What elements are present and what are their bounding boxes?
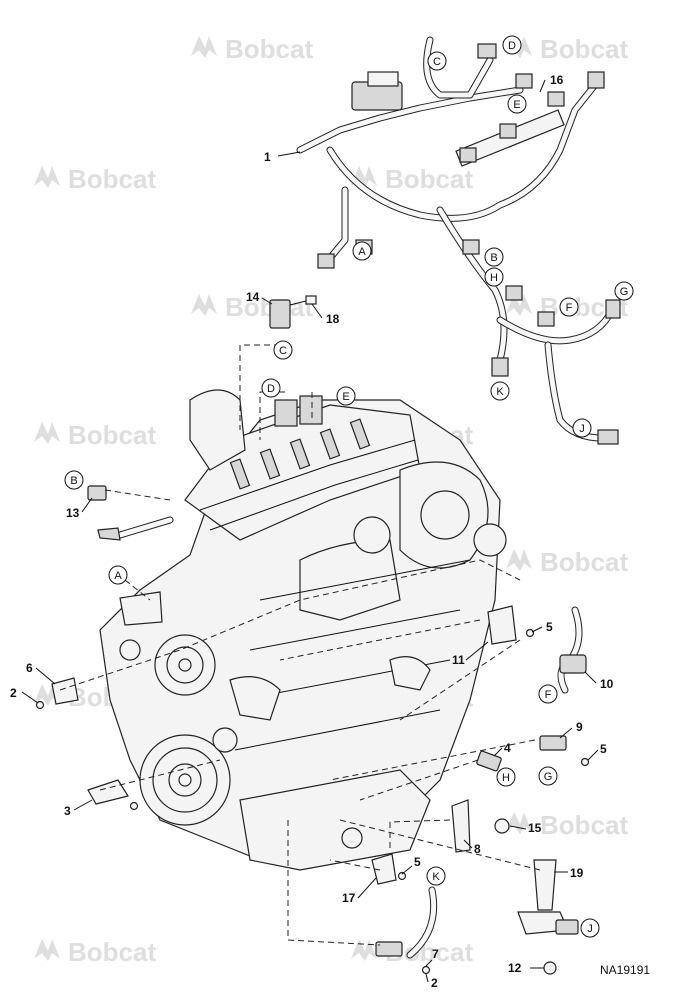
- svg-text:G: G: [620, 286, 629, 298]
- svg-text:G: G: [544, 771, 553, 783]
- connector-marker-g: G: [538, 766, 558, 786]
- connector-marker-e: E: [336, 386, 356, 406]
- connector-marker-a: A: [108, 565, 128, 585]
- connector-marker-d: D: [502, 35, 522, 55]
- watermark: Bobcat: [34, 164, 156, 194]
- watermark-text: Bobcat: [540, 34, 628, 64]
- callout-labels: 1 2 2 3 4 5 5 5 5 6 7 8 9 10 11 12 13 14…: [10, 73, 614, 990]
- callout-leaders: [21, 79, 599, 983]
- callout-7: 7: [432, 947, 439, 961]
- callout-1: 1: [264, 150, 271, 164]
- svg-text:J: J: [579, 423, 585, 435]
- connector-marker-f: F: [559, 297, 579, 317]
- injector-row: [229, 418, 371, 490]
- svg-text:A: A: [114, 570, 122, 582]
- watermark-text: Bobcat: [540, 547, 628, 577]
- watermark-text: Bobcat: [225, 292, 313, 322]
- callout-5: 5: [600, 742, 607, 756]
- engine-assembly: [97, 389, 507, 871]
- watermark: Bobcat: [506, 34, 628, 64]
- callout-5: 5: [546, 620, 553, 634]
- svg-text:C: C: [279, 345, 287, 357]
- svg-text:F: F: [566, 302, 573, 314]
- callout-2: 2: [431, 976, 438, 990]
- svg-text:K: K: [496, 386, 504, 398]
- connector-marker-h: H: [496, 767, 516, 787]
- callout-10: 10: [600, 677, 614, 691]
- connector-marker-d: D: [261, 378, 281, 398]
- svg-text:D: D: [267, 383, 275, 395]
- small-parts: [35, 295, 590, 975]
- watermark-text: Bobcat: [225, 34, 313, 64]
- callout-8: 8: [474, 842, 481, 856]
- connector-marker-c: C: [427, 51, 447, 71]
- callout-3: 3: [64, 804, 71, 818]
- svg-text:C: C: [433, 56, 441, 68]
- watermark-text: Bobcat: [385, 164, 473, 194]
- connector-marker-k: K: [490, 381, 510, 401]
- watermark: Bobcat: [506, 547, 628, 577]
- connector-marker-b: B: [484, 247, 504, 267]
- callout-4: 4: [504, 741, 511, 755]
- svg-text:D: D: [508, 40, 516, 52]
- dashed-leader-lines: [59, 344, 541, 946]
- callout-17: 17: [342, 891, 356, 905]
- callout-6: 6: [26, 661, 33, 675]
- callout-12: 12: [508, 961, 522, 975]
- watermark: Bobcat: [34, 420, 156, 450]
- svg-text:H: H: [502, 772, 510, 784]
- wiring-harness: [296, 36, 621, 445]
- connector-marker-b: B: [64, 470, 84, 490]
- callout-14: 14: [246, 290, 260, 304]
- svg-text:E: E: [342, 391, 349, 403]
- callout-13: 13: [66, 506, 80, 520]
- callout-5: 5: [414, 855, 421, 869]
- svg-text:B: B: [490, 252, 497, 264]
- connector-marker-k: K: [426, 866, 446, 886]
- watermark: Bobcat: [34, 937, 156, 967]
- callout-2: 2: [10, 686, 17, 700]
- connector-marker-c: C: [273, 340, 293, 360]
- callout-11: 11: [452, 653, 465, 667]
- connector-marker-j: J: [580, 918, 600, 938]
- svg-text:H: H: [490, 272, 498, 284]
- svg-text:F: F: [545, 689, 552, 701]
- connector-marker-e: E: [507, 94, 527, 114]
- connector-marker-g: G: [614, 281, 634, 301]
- watermark-text: Bobcat: [68, 937, 156, 967]
- callout-18: 18: [326, 312, 340, 326]
- watermark: Bobcat: [191, 34, 313, 64]
- watermark-text: Bobcat: [68, 420, 156, 450]
- svg-text:K: K: [432, 871, 440, 883]
- connector-markers: A A B B C C D D E E F F G G H H J J K K: [64, 35, 634, 938]
- watermark: Bobcat: [191, 292, 313, 322]
- svg-text:J: J: [587, 923, 593, 935]
- callout-15: 15: [528, 821, 542, 835]
- callout-19: 19: [570, 866, 584, 880]
- svg-text:A: A: [358, 246, 366, 258]
- svg-text:B: B: [70, 475, 77, 487]
- callout-16: 16: [550, 73, 564, 87]
- connector-marker-h: H: [484, 267, 504, 287]
- connector-marker-f: F: [538, 684, 558, 704]
- watermark: Bobcat: [351, 164, 473, 194]
- callout-9: 9: [576, 720, 583, 734]
- watermark: Bobcat: [506, 810, 628, 840]
- watermark-text: Bobcat: [68, 164, 156, 194]
- watermark-text: Bobcat: [540, 810, 628, 840]
- connector-marker-a: A: [352, 241, 372, 261]
- svg-text:E: E: [513, 99, 520, 111]
- connector-marker-j: J: [572, 418, 592, 438]
- figure-reference: NA19191: [600, 963, 650, 977]
